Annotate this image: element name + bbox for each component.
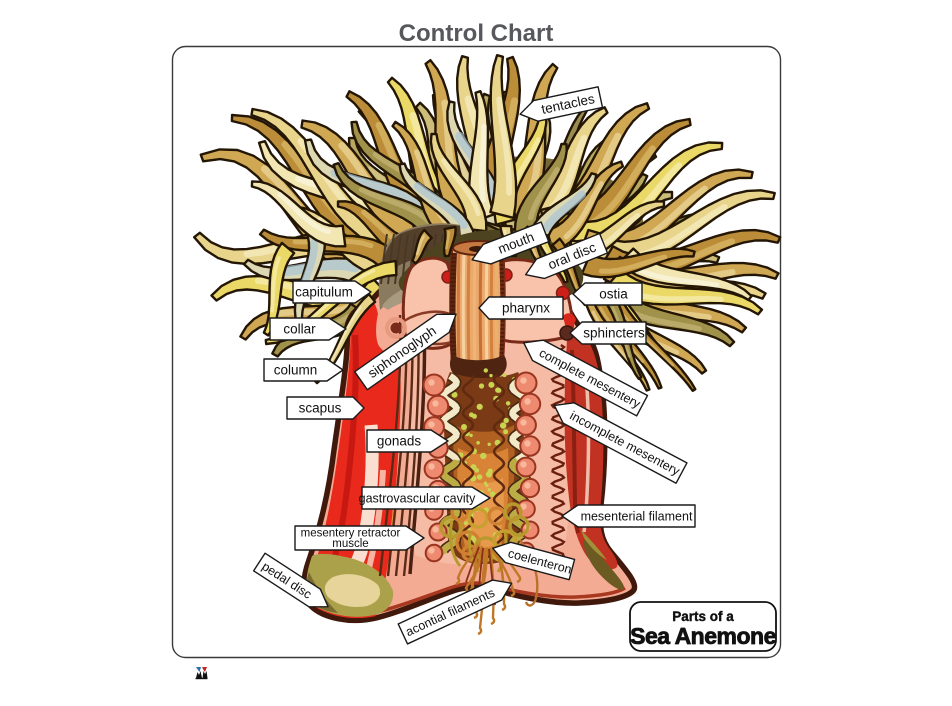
svg-text:ostia: ostia	[599, 287, 628, 302]
svg-text:gonads: gonads	[377, 434, 422, 449]
svg-text:gastrovascular cavity: gastrovascular cavity	[359, 492, 476, 506]
svg-text:collar: collar	[283, 322, 316, 337]
svg-text:column: column	[274, 363, 318, 378]
svg-text:pharynx: pharynx	[502, 301, 550, 316]
svg-text:Parts of a: Parts of a	[672, 609, 734, 624]
svg-text:mesentery retractor: mesentery retractor	[301, 528, 401, 540]
svg-text:scapus: scapus	[299, 401, 342, 416]
svg-text:Sea Anemone: Sea Anemone	[630, 623, 776, 649]
svg-text:sphincters: sphincters	[583, 326, 645, 341]
svg-text:capitulum: capitulum	[295, 285, 353, 300]
svg-text:muscle: muscle	[332, 538, 368, 550]
svg-text:Control Chart: Control Chart	[399, 20, 554, 47]
svg-text:mesenterial filament: mesenterial filament	[581, 510, 693, 524]
